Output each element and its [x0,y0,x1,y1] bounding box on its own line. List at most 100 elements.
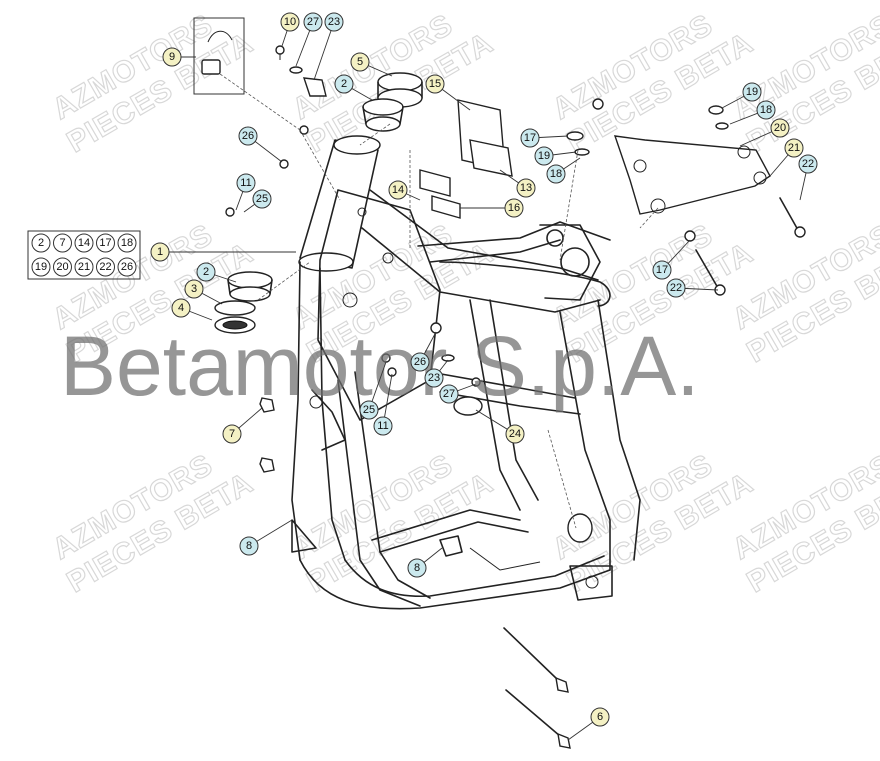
callout-circle [184,279,204,299]
kit-item-number: 7 [59,237,65,249]
callout-circle [784,138,804,158]
kit-item-circle [53,233,72,253]
kit-item-circle [96,233,115,253]
kit-item-circle [31,257,51,277]
callout-number: 10 [284,16,296,28]
callout-21: 21 [769,138,804,177]
callout-number: 11 [377,420,388,432]
kit-box-border [27,230,141,280]
callout-circle [359,400,379,420]
callout-24: 24 [475,409,525,444]
callout-8: 8 [239,519,293,556]
callout-circle [425,74,445,94]
callout-10: 10 [280,12,300,47]
callout-circle [742,82,762,102]
callout-number: 27 [443,388,455,400]
callout-number: 26 [242,130,254,142]
callout-circle [222,424,242,444]
callout-26: 26 [410,331,437,372]
callout-13: 13 [499,169,536,198]
callout-20: 20 [739,118,790,147]
callout-circle [439,384,459,404]
callout-circle [324,12,344,32]
callout-number: 16 [508,202,520,214]
callout-number: 14 [392,184,404,196]
callout-number: 25 [363,404,375,416]
kit-item-circle [117,257,137,277]
small-parts [193,17,806,749]
callout-22: 22 [798,154,818,201]
kit-item-number: 2 [38,237,44,249]
callout-circle [534,146,554,166]
callout-circle [162,47,182,67]
callout-number: 26 [414,356,426,368]
callout-circle [770,118,790,138]
callout-number: 23 [428,372,440,384]
callout-18: 18 [546,157,581,184]
callout-circle [239,536,259,556]
callout-23: 23 [424,359,449,388]
kit-item-number: 17 [99,237,111,249]
callout-circle [238,126,258,146]
callout-circle [424,368,444,388]
kit-item-number: 14 [78,237,90,249]
callout-14: 14 [388,180,421,201]
callout-circle [652,260,672,280]
callout-16: 16 [460,198,524,218]
callout-number: 13 [520,182,532,194]
kit-item-number: 22 [99,261,111,273]
callout-number: 8 [246,540,252,552]
kit-item-number: 20 [56,261,68,273]
callout-1: 1 [150,242,296,262]
frame-drawing [291,135,641,610]
callout-circle [350,52,370,72]
callout-circle [504,198,524,218]
callout-circle [410,352,430,372]
callout-number: 25 [256,193,268,205]
callout-number: 24 [509,428,521,440]
kit-item-circle [117,233,137,253]
kit-item-circle [96,257,115,277]
callout-number: 2 [203,266,209,278]
callout-27: 27 [439,383,477,404]
callout-circle [373,416,393,436]
callout-22: 22 [666,278,719,298]
callout-2: 2 [334,74,373,101]
callout-11: 11 [373,373,393,436]
callout-number: 22 [802,158,814,170]
callout-19: 19 [721,82,762,109]
callout-3: 3 [184,279,223,305]
callout-circle [388,180,408,200]
callout-number: 4 [178,302,184,314]
callout-circle [516,178,536,198]
kit-item-number: 26 [121,261,133,273]
callout-18: 18 [729,100,776,125]
callout-circle [252,189,272,209]
kit-item-circle [74,257,94,277]
kit-item-number: 19 [35,261,47,273]
callout-2: 2 [196,262,237,283]
callout-number: 11 [240,177,251,189]
callout-number: 8 [414,562,420,574]
callout-number: 19 [538,150,550,162]
watermark-main: Betamotor S.p.A. [60,319,700,413]
callout-number: 15 [429,78,441,90]
callout-circle [407,558,427,578]
kit-item-circle [74,233,94,253]
callout-circle [150,242,170,262]
callout-circle [171,298,191,318]
callout-circle [236,173,256,193]
callout-number: 18 [760,104,772,116]
callout-number: 18 [550,168,562,180]
callout-number: 7 [229,428,235,440]
callout-circle [505,424,525,444]
kit-item-circle [53,257,72,277]
callout-number: 22 [670,282,682,294]
callout-circle [546,164,566,184]
callout-8: 8 [407,547,443,578]
